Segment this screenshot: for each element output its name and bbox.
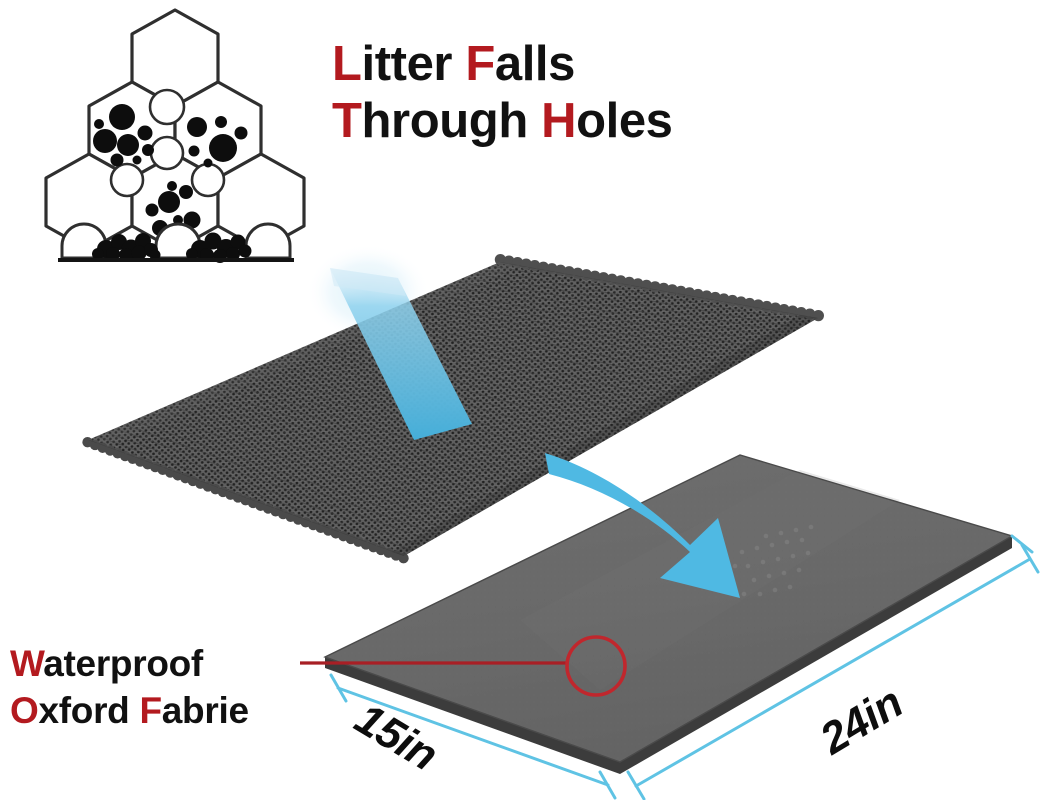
- oxford-fabric-base-pad: [323, 454, 1014, 774]
- litter-flow-arrow: [545, 453, 740, 598]
- callout-circle: [565, 635, 627, 697]
- title-line-1: Litter Falls: [332, 36, 802, 93]
- title-text-hrough: hrough: [361, 93, 542, 148]
- title-text-oles: oles: [576, 93, 673, 148]
- caption-cap-F: F: [139, 690, 162, 732]
- fabric-zoom-callout: [300, 635, 627, 697]
- title-cap-H: H: [541, 93, 577, 148]
- dim-cap-24-end: [1020, 543, 1040, 574]
- pad-embossed-marks: [725, 524, 814, 597]
- dimension-line-24in: [634, 557, 1032, 788]
- title-line-2: Through Holes: [332, 93, 802, 150]
- caption-text-abrie: abrie: [161, 690, 249, 732]
- page-title: Litter Falls Through Holes: [332, 36, 802, 150]
- title-text-alls: alls: [494, 37, 576, 91]
- caption-text-xford: xford: [38, 690, 140, 732]
- dim-cap-15-start: [329, 673, 348, 703]
- honeycomb-holes-icon: [44, 8, 306, 252]
- litter-side-view-icon: [58, 222, 294, 263]
- caption-cap-O: O: [10, 690, 39, 732]
- dimension-lines: [329, 534, 1040, 800]
- dimension-line-15in: [336, 686, 610, 787]
- mesh-scallop-edge-top: [494, 254, 824, 322]
- litter-stream-beam: [330, 268, 472, 440]
- fabric-caption: Waterproof Oxford Fabrie: [10, 640, 340, 735]
- title-cap-T: T: [332, 93, 362, 148]
- mesh-ribbing: [88, 262, 818, 556]
- title-cap-L: L: [332, 37, 362, 91]
- caption-line-1: Waterproof: [10, 640, 340, 687]
- mesh-scallop-edge-bottom: [82, 437, 409, 564]
- caption-cap-W: W: [10, 643, 44, 684]
- caption-text-aterproof: aterproof: [43, 643, 203, 684]
- dim-cap-15-end: [598, 770, 617, 800]
- title-text-itter: itter: [361, 37, 466, 91]
- dim-corner-tick: [1010, 534, 1034, 554]
- litter-particles: [93, 104, 248, 236]
- side-view-baseline: [58, 258, 294, 262]
- dim-cap-24-start: [626, 770, 646, 800]
- title-cap-F: F: [465, 37, 495, 91]
- caption-line-2: Oxford Fabrie: [10, 687, 340, 734]
